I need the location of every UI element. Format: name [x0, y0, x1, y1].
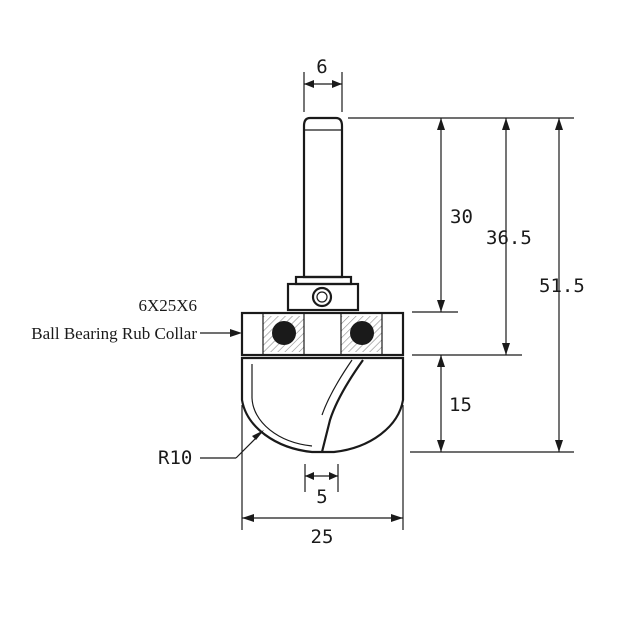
dim-cutter-diameter-label: 25 — [311, 526, 334, 548]
bearing-size-label: 6X25X6 — [138, 296, 197, 315]
bearing-name-label: Ball Bearing Rub Collar — [31, 324, 197, 343]
cutter-body — [240, 356, 405, 454]
shank — [302, 116, 344, 279]
lock-collar — [286, 275, 360, 312]
dim-shank-to-cutter: 36.5 — [486, 118, 532, 355]
dim-cutter-height: 15 — [437, 355, 472, 452]
dim-shank-diameter: 6 — [303, 56, 343, 112]
ball-bearing — [240, 311, 405, 357]
set-screw-icon — [311, 286, 333, 308]
dim-radius: R10 — [158, 430, 264, 469]
dim-cutter-height-label: 15 — [449, 394, 472, 416]
dim-shank-diameter-label: 6 — [316, 56, 327, 78]
dim-overall-length: 51.5 — [539, 118, 585, 452]
bearing-ball-left — [272, 321, 296, 345]
dim-shank-to-cutter-label: 36.5 — [486, 227, 532, 249]
dim-cutter-diameter: 25 — [241, 405, 404, 548]
dim-radius-label: R10 — [158, 447, 192, 469]
bearing-callout: 6X25X6 Ball Bearing Rub Collar — [31, 296, 242, 343]
dim-tip-width-label: 5 — [316, 486, 327, 508]
bearing-ball-right — [350, 321, 374, 345]
dim-overall-length-label: 51.5 — [539, 275, 585, 297]
dim-shank-to-bearing-label: 30 — [450, 206, 473, 228]
dim-shank-to-bearing: 30 — [437, 118, 473, 312]
dim-tip-width: 5 — [304, 464, 339, 508]
